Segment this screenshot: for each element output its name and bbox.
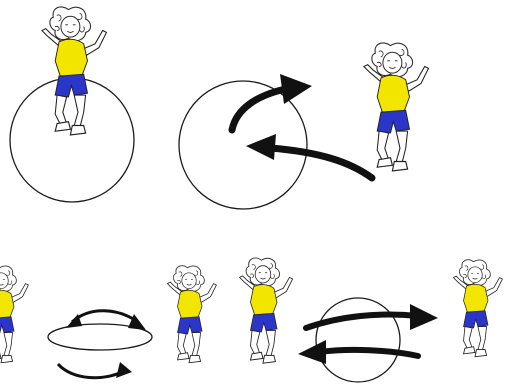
rotation-arrow-bottom-icon [58,364,126,378]
child-figure [240,258,293,363]
child-figure [42,7,107,135]
panel-top-left [10,7,134,202]
curved-arrow-left-icon [270,148,372,178]
panel-top-center [179,74,372,209]
child-figure [453,260,502,357]
child-figure [167,266,216,363]
child-figure [364,43,429,171]
rotation-arrow-top-icon [72,311,138,322]
panel-bottom-middle [167,258,292,363]
panel-top-right [364,43,429,171]
panel-bottom-right [298,260,502,382]
panel-bottom-left [0,266,152,378]
child-figure-partial [0,266,28,363]
large-circle-outline [10,78,134,202]
circle-outline [316,298,400,382]
arrow-left-icon [320,350,418,356]
